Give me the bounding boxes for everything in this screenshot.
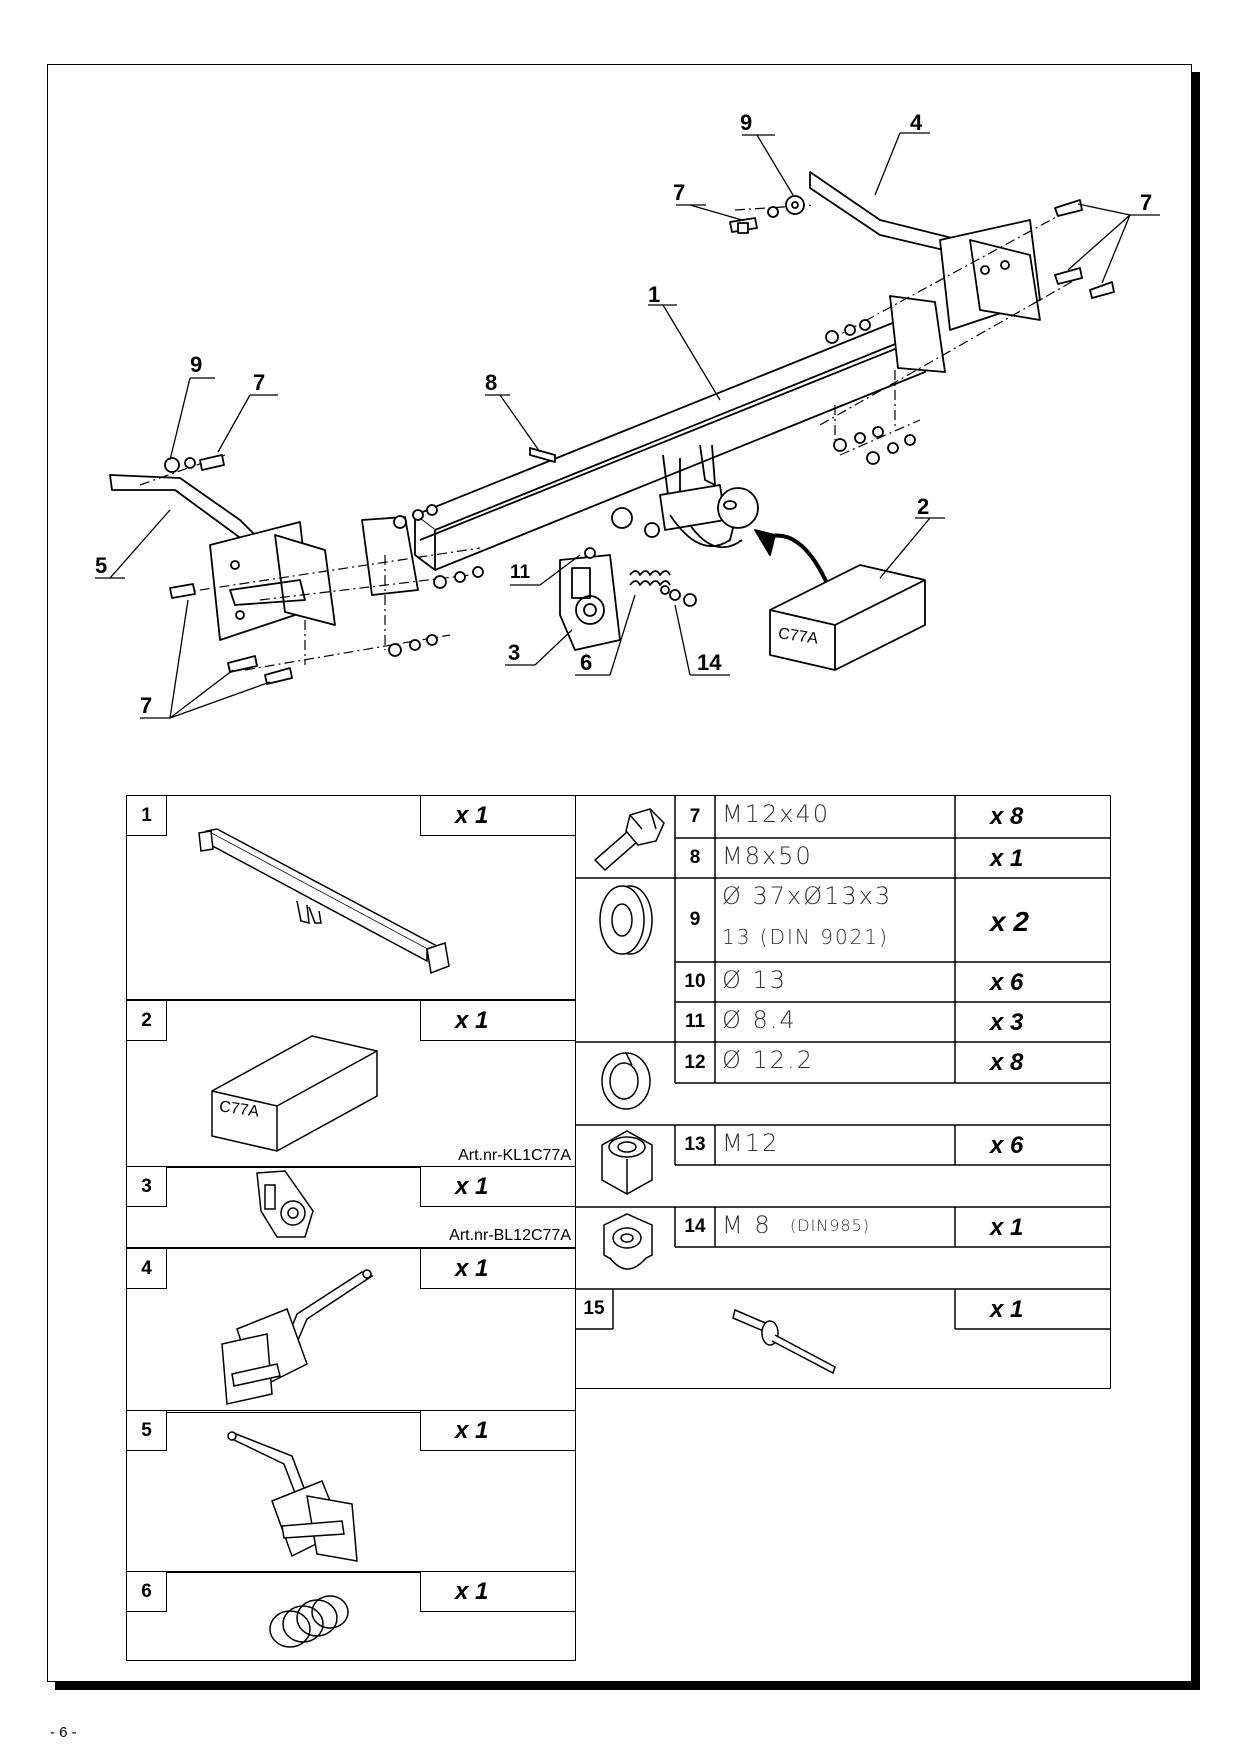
article-number: Art.nr-BL12C77A (449, 1227, 571, 1244)
part-quantity: x 6 (990, 969, 1024, 996)
part-quantity: x 8 (990, 803, 1024, 830)
part-number: 8 (689, 847, 701, 868)
part-cell-2: 2 x 1 C77A Art.nr-KL1C77A (126, 1000, 576, 1168)
hardware-table (575, 795, 1111, 1389)
nut-icon (601, 1130, 653, 1195)
electric-plate-drawing (559, 554, 621, 651)
part-spec: M12x40 (722, 800, 830, 828)
lock-nut-icon (603, 1213, 653, 1270)
part-quantity: x 1 (990, 1296, 1024, 1323)
part-number: 5 (127, 1411, 167, 1451)
page-number: - 6 - (50, 1724, 77, 1741)
rivet-icon (732, 1308, 836, 1375)
crossbar-drawing (361, 295, 946, 596)
part-cell-6: 6 x 1 (126, 1571, 576, 1661)
part-number: 13 (684, 1134, 706, 1155)
part-cell-5: 5 x 1 (126, 1410, 576, 1573)
part-spec-din: (DIN985) (790, 1216, 871, 1235)
part-spec: Ø 37xØ13x3 (722, 882, 893, 910)
part-quantity: x 1 (420, 1249, 575, 1289)
right-bracket-drawing (809, 171, 1041, 331)
callout-6: 6 (580, 650, 593, 675)
callout-9-left: 9 (190, 352, 203, 377)
part-quantity: x 6 (990, 1132, 1024, 1159)
spring-icon (269, 1595, 349, 1648)
part-number: 2 (127, 1001, 167, 1041)
part-cell-3: 3 x 1 Art.nr-BL12C77A (126, 1166, 576, 1248)
part-number: 1 (127, 796, 167, 836)
part-quantity: x 1 (420, 1572, 575, 1612)
callout-3: 3 (508, 640, 521, 665)
part-quantity: x 3 (990, 1009, 1024, 1036)
callout-9-top: 9 (740, 110, 753, 135)
part-quantity: x 1 (420, 1167, 575, 1207)
article-number: Art.nr-KL1C77A (458, 1147, 571, 1164)
right-bracket-icon (221, 1269, 374, 1405)
part-spec-din: 13 (DIN 9021) (722, 925, 889, 949)
part-number: 4 (127, 1249, 167, 1289)
callout-7-bottom-left: 7 (140, 693, 153, 718)
part-quantity: x 1 (420, 796, 575, 836)
box-icon (211, 1035, 378, 1152)
part-number: 15 (583, 1298, 605, 1319)
callout-11: 11 (510, 562, 531, 583)
part-spec: Ø 8.4 (722, 1006, 797, 1034)
part-spec: Ø 12.2 (722, 1046, 814, 1074)
part-number: 3 (127, 1167, 167, 1207)
part-number: 14 (684, 1216, 706, 1237)
part-number: 12 (684, 1051, 706, 1073)
part-spec: M8x50 (722, 842, 813, 870)
callout-8: 8 (485, 370, 498, 395)
left-bracket-drawing (109, 474, 336, 641)
callout-14: 14 (697, 650, 722, 675)
callout-4: 4 (910, 110, 923, 135)
part-quantity: x 8 (990, 1049, 1024, 1076)
part-quantity: x 2 (990, 906, 1029, 937)
callout-2: 2 (917, 494, 930, 519)
bolt-icon (593, 808, 665, 872)
part-spec: M 8 (722, 1211, 772, 1239)
callout-7-top-right: 7 (1140, 190, 1153, 215)
callout-5: 5 (95, 553, 108, 578)
part-number: 7 (689, 805, 701, 827)
callout-7-left: 7 (253, 370, 266, 395)
part-cell-4: 4 x 1 (126, 1248, 576, 1413)
part-number: 6 (127, 1572, 167, 1612)
crossbar-icon (198, 828, 450, 975)
part-spec: Ø 13 (722, 966, 788, 994)
spring-washer-icon (601, 1052, 651, 1110)
part-quantity: x 1 (420, 1411, 575, 1451)
left-bracket-icon (227, 1431, 358, 1562)
part-number: 10 (684, 971, 706, 992)
callout-7-top-left: 7 (673, 180, 686, 205)
part-spec: M12 (722, 1129, 780, 1157)
part-quantity: x 1 (990, 845, 1024, 872)
part-number: 9 (689, 909, 701, 930)
part-number: 11 (684, 1011, 706, 1032)
exploded-diagram (95, 132, 1160, 719)
part-quantity: x 1 (990, 1214, 1024, 1241)
spring-drawing (629, 570, 671, 586)
electric-plate-icon (256, 1170, 314, 1238)
part-quantity: x 1 (420, 1001, 575, 1041)
washer-icon (599, 885, 653, 955)
part-cell-1: 1 x 1 (126, 795, 576, 1000)
callout-1: 1 (648, 282, 661, 307)
